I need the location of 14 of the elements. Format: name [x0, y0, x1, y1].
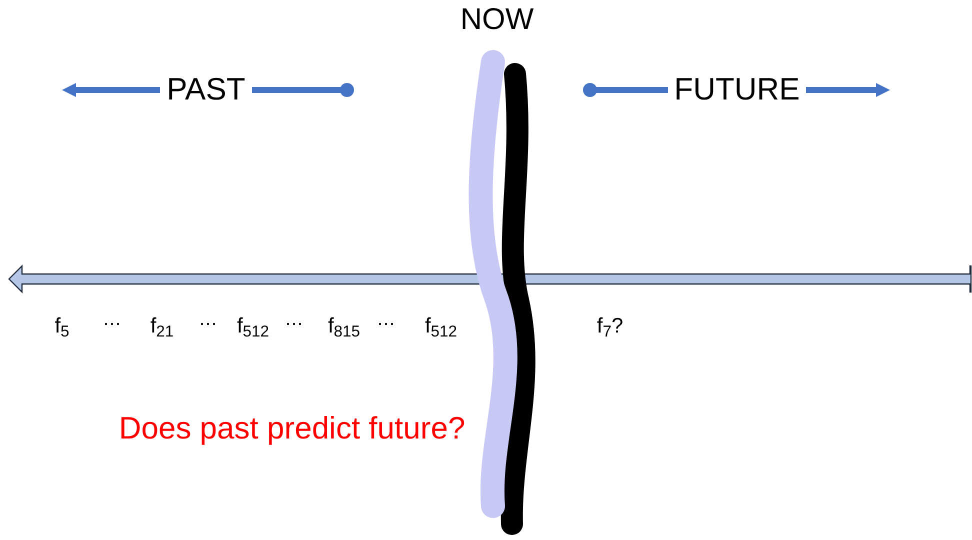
ellipsis: ⋯ [377, 315, 395, 333]
term-label: f$_{7}$? [596, 316, 624, 336]
ellipsis: ⋯ [103, 315, 121, 333]
now-label: NOW [460, 5, 534, 35]
past-label: PAST [166, 74, 246, 104]
ellipsis: ⋯ [199, 315, 217, 333]
term-label: f$_{815}$ [328, 316, 360, 336]
term-label: f$_{5}$ [54, 316, 70, 336]
term-label: f$_{512}$ [236, 316, 270, 336]
term-label: f$_{21}$ [150, 316, 174, 336]
future-label: FUTURE [674, 74, 800, 104]
question-text: Does past predict future? [118, 412, 466, 444]
ellipsis: ⋯ [285, 315, 303, 333]
term-label: f$_{512}$ [424, 316, 458, 336]
